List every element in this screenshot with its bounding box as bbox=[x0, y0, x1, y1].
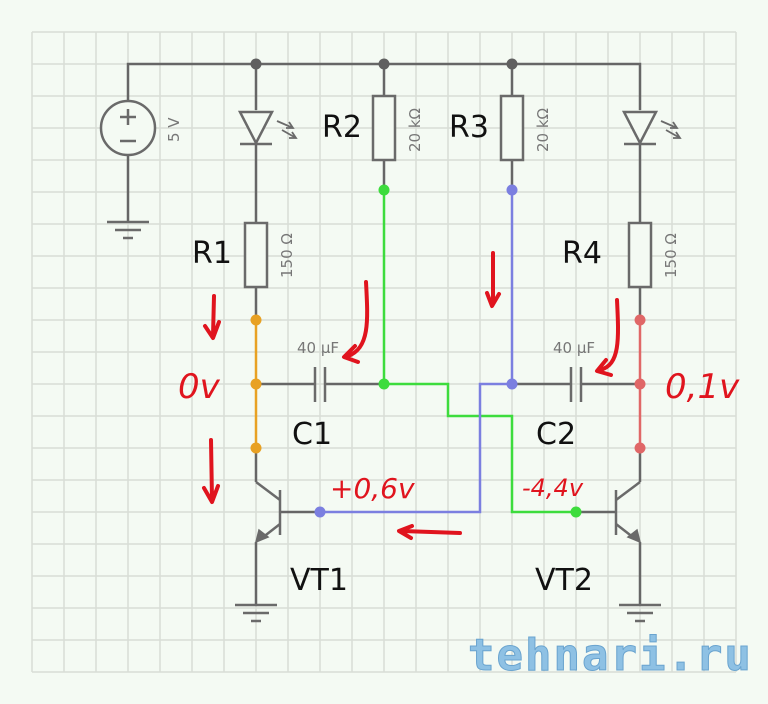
battery-value-label: 5 V bbox=[165, 117, 183, 142]
blue-net-wire bbox=[320, 190, 514, 514]
c1-name-label: C1 bbox=[292, 417, 332, 452]
node-top-r3 bbox=[506, 58, 518, 70]
watermark-logo: tehnari.ru bbox=[468, 630, 753, 681]
node-red-1 bbox=[634, 314, 646, 326]
node-c2-left bbox=[506, 378, 518, 390]
annotations: 0v 0,1v +0,6v -4,4v bbox=[178, 251, 740, 540]
ground-vt1 bbox=[235, 603, 277, 623]
vt1-emitter-arrow-icon bbox=[254, 528, 270, 544]
arrow-down-r3-icon bbox=[485, 251, 501, 308]
arrow-c2-hook-icon bbox=[595, 298, 620, 377]
node-orange-3 bbox=[250, 442, 262, 454]
led-2[interactable] bbox=[621, 110, 682, 146]
node-orange-2 bbox=[250, 378, 262, 390]
vt2-collector-leg bbox=[615, 481, 641, 501]
battery-body bbox=[99, 99, 157, 157]
r3-value-label: 20 kΩ bbox=[534, 108, 552, 152]
led1-triangle bbox=[237, 110, 275, 146]
transistor-vt2[interactable]: VT2 bbox=[535, 481, 642, 598]
resistor-r1[interactable]: 150 Ω R1 bbox=[192, 221, 296, 289]
ground-vt2 bbox=[619, 603, 661, 623]
node-vt2-base bbox=[570, 506, 582, 518]
vt1-collector-leg bbox=[255, 481, 281, 501]
right-voltage-annotation: 0,1v bbox=[665, 367, 740, 407]
led1-light-arrows-icon bbox=[276, 120, 298, 139]
ground-battery bbox=[107, 220, 149, 240]
battery-5v[interactable]: 5 V bbox=[99, 99, 183, 157]
vt2-base-voltage-annotation: -4,4v bbox=[522, 474, 584, 502]
c2-value-label: 40 μF bbox=[553, 339, 595, 357]
nodes bbox=[250, 58, 646, 518]
led2-light-arrows-icon bbox=[660, 120, 682, 139]
vt1-name-label: VT1 bbox=[290, 563, 348, 598]
resistor-r3[interactable]: 20 kΩ R3 bbox=[449, 94, 552, 162]
node-red-3 bbox=[634, 442, 646, 454]
node-red-2 bbox=[634, 378, 646, 390]
node-top-r2 bbox=[378, 58, 390, 70]
r1-value-label: 150 Ω bbox=[278, 233, 296, 278]
r4-body bbox=[627, 221, 653, 289]
arrow-c1-hook-icon bbox=[342, 280, 370, 364]
r3-body bbox=[499, 94, 525, 162]
c1-value-label: 40 μF bbox=[297, 339, 339, 357]
node-top-left bbox=[250, 58, 262, 70]
node-r2-bottom bbox=[378, 184, 390, 196]
c2-name-label: C2 bbox=[536, 417, 576, 452]
r2-body bbox=[371, 94, 397, 162]
transistor-vt1[interactable]: VT1 bbox=[254, 481, 348, 598]
led-1[interactable] bbox=[237, 110, 298, 146]
r4-value-label: 150 Ω bbox=[662, 233, 680, 278]
r1-body bbox=[243, 221, 269, 289]
r1-name-label: R1 bbox=[192, 236, 232, 271]
resistor-r2[interactable]: 20 kΩ R2 bbox=[322, 94, 424, 162]
vt2-name-label: VT2 bbox=[535, 563, 593, 598]
resistor-r4[interactable]: 150 Ω R4 bbox=[562, 221, 680, 289]
r2-name-label: R2 bbox=[322, 110, 362, 145]
node-vt1-base bbox=[314, 506, 326, 518]
led2-triangle bbox=[621, 110, 659, 146]
node-r3-bottom bbox=[506, 184, 518, 196]
left-voltage-annotation: 0v bbox=[178, 367, 221, 407]
arrow-down-left-2-icon bbox=[202, 438, 220, 504]
vt1-base-voltage-annotation: +0,6v bbox=[330, 472, 415, 505]
r4-name-label: R4 bbox=[562, 236, 602, 271]
green-net-wire bbox=[382, 190, 576, 514]
vt2-emitter-arrow-icon bbox=[626, 528, 642, 544]
capacitor-c2[interactable]: 40 μF C2 bbox=[536, 339, 595, 452]
capacitor-c1[interactable]: 40 μF C1 bbox=[292, 339, 339, 452]
r3-name-label: R3 bbox=[449, 110, 489, 145]
arrow-down-left-1-icon bbox=[203, 294, 221, 340]
node-c1-right bbox=[378, 378, 390, 390]
node-orange-1 bbox=[250, 314, 262, 326]
r2-value-label: 20 kΩ bbox=[406, 108, 424, 152]
arrow-left-base-icon bbox=[397, 524, 462, 540]
